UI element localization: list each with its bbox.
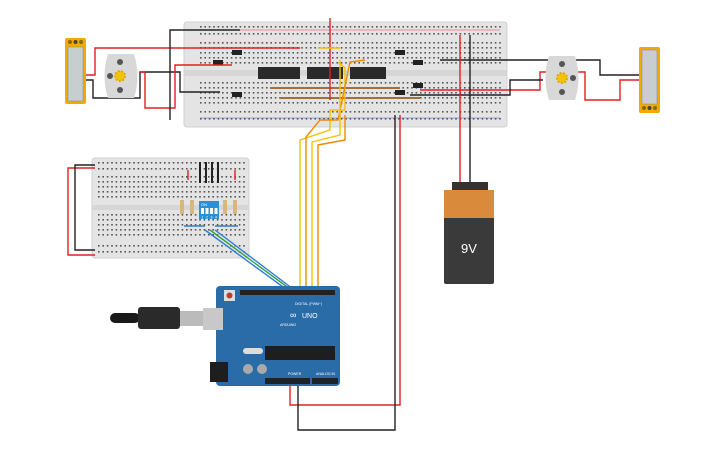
wire-black: [74, 164, 95, 251]
transistor[interactable]: [395, 90, 405, 95]
wire-yellow: [311, 60, 341, 292]
wire-black: [440, 59, 640, 76]
ic-chip[interactable]: [307, 67, 343, 79]
wire-red: [420, 71, 640, 101]
wires[interactable]: [67, 18, 640, 431]
arduino-logo: ∞: [290, 310, 296, 320]
transistor[interactable]: [232, 92, 242, 97]
digital-pins-label: DIGITAL (PWM~): [295, 302, 322, 306]
dip-toggle[interactable]: [205, 208, 209, 214]
transistor[interactable]: [413, 83, 423, 88]
resistor: [190, 200, 194, 214]
ic-chip[interactable]: [258, 67, 300, 79]
dip-toggle[interactable]: [201, 208, 204, 214]
wire-black: [86, 71, 220, 99]
wire-yellow: [299, 61, 346, 292]
wire-green: [209, 229, 295, 293]
dip-toggle[interactable]: [214, 208, 218, 214]
wire-black: [297, 115, 396, 431]
resistor: [223, 200, 227, 214]
wire-red: [140, 64, 232, 109]
gear-icon: [556, 72, 568, 84]
analog-label: ANALOG IN: [316, 372, 336, 376]
transistor[interactable]: [413, 60, 423, 65]
wire-red: [67, 167, 95, 256]
breadboard-holes: [98, 162, 245, 253]
usb-cable[interactable]: [110, 307, 205, 329]
wire-blue: [214, 229, 298, 293]
breadboard-holes: [200, 26, 501, 120]
battery-label: 9V: [461, 241, 477, 256]
arduino-uno[interactable]: DIGITAL (PWM~) ∞ UNO ARDUINO POWER ANALO…: [203, 286, 340, 386]
dip-number: 4: [215, 216, 217, 220]
brand-label: ARDUINO: [280, 323, 296, 327]
wire-red: [289, 115, 401, 406]
dc-motor-right[interactable]: [545, 56, 579, 100]
ic-chip[interactable]: [350, 67, 386, 79]
dip-number: 1: [202, 216, 204, 220]
resistors[interactable]: [180, 200, 237, 214]
slide-potentiometer-right[interactable]: [639, 47, 660, 113]
gear-icon: [114, 70, 126, 82]
dc-motor-left[interactable]: [104, 54, 138, 98]
wire-black: [169, 29, 240, 120]
resistor: [180, 200, 184, 214]
transistor[interactable]: [395, 50, 405, 55]
dip-on-label: ON: [201, 202, 207, 207]
model-label: UNO: [302, 313, 318, 320]
dip-number: 2: [206, 216, 208, 220]
wire-orange: [317, 115, 346, 292]
dip-toggle[interactable]: [210, 208, 213, 214]
transistor[interactable]: [213, 60, 223, 65]
transistor[interactable]: [232, 50, 242, 55]
wire-red: [86, 47, 300, 76]
battery-9v[interactable]: 9V: [444, 182, 494, 284]
resistor: [233, 200, 237, 214]
dip-number: 3: [211, 216, 213, 220]
wire-orange: [305, 59, 366, 292]
slide-potentiometer-left[interactable]: [65, 38, 86, 104]
power-label: POWER: [288, 372, 302, 376]
wire-blue: [204, 229, 291, 293]
